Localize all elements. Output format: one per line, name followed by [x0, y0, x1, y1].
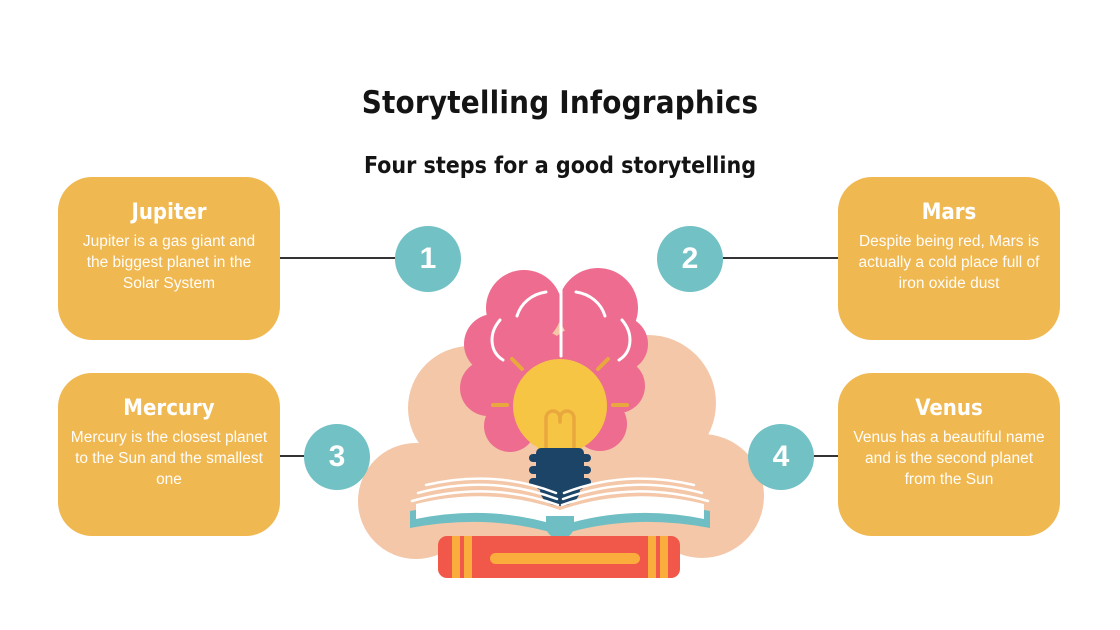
step-card-title: Mercury	[123, 396, 215, 421]
step-number-label: 3	[328, 440, 346, 473]
step-card-title: Jupiter	[131, 200, 207, 225]
step-number-label: 4	[772, 440, 790, 473]
red-book-icon	[438, 536, 680, 578]
step-card-jupiter: Jupiter Jupiter is a gas giant and the b…	[58, 177, 280, 340]
step-number-label: 1	[419, 242, 437, 275]
step-card-description: Despite being red, Mars is actually a co…	[858, 233, 1040, 292]
page-subtitle: Four steps for a good storytelling	[363, 153, 757, 180]
step-card-venus: Venus Venus has a beautiful name and is …	[838, 373, 1060, 536]
step-card-description: Mercury is the closest planet to the Sun…	[70, 429, 268, 488]
brain-lightbulb-books-illustration	[358, 268, 764, 578]
step-number-circle-2: 2	[657, 226, 723, 292]
step-number-circle-1: 1	[395, 226, 461, 292]
step-card-description: Venus has a beautiful name and is the se…	[853, 429, 1045, 488]
step-card-description: Jupiter is a gas giant and the biggest p…	[82, 233, 256, 292]
open-book-icon	[410, 477, 710, 539]
step-number-label: 2	[681, 242, 699, 275]
page-title: Storytelling Infographics	[361, 84, 759, 121]
connector-line-3	[280, 455, 304, 457]
step-card-mercury: Mercury Mercury is the closest planet to…	[58, 373, 280, 536]
step-card-title: Mars	[921, 200, 977, 225]
connector-line-1	[280, 257, 395, 259]
connector-line-2	[723, 257, 838, 259]
bookmark-icon	[546, 516, 574, 539]
step-number-circle-4: 4	[748, 424, 814, 490]
step-number-circle-3: 3	[304, 424, 370, 490]
connector-line-4	[814, 455, 838, 457]
step-card-mars: Mars Despite being red, Mars is actually…	[838, 177, 1060, 340]
step-card-title: Venus	[915, 396, 983, 421]
